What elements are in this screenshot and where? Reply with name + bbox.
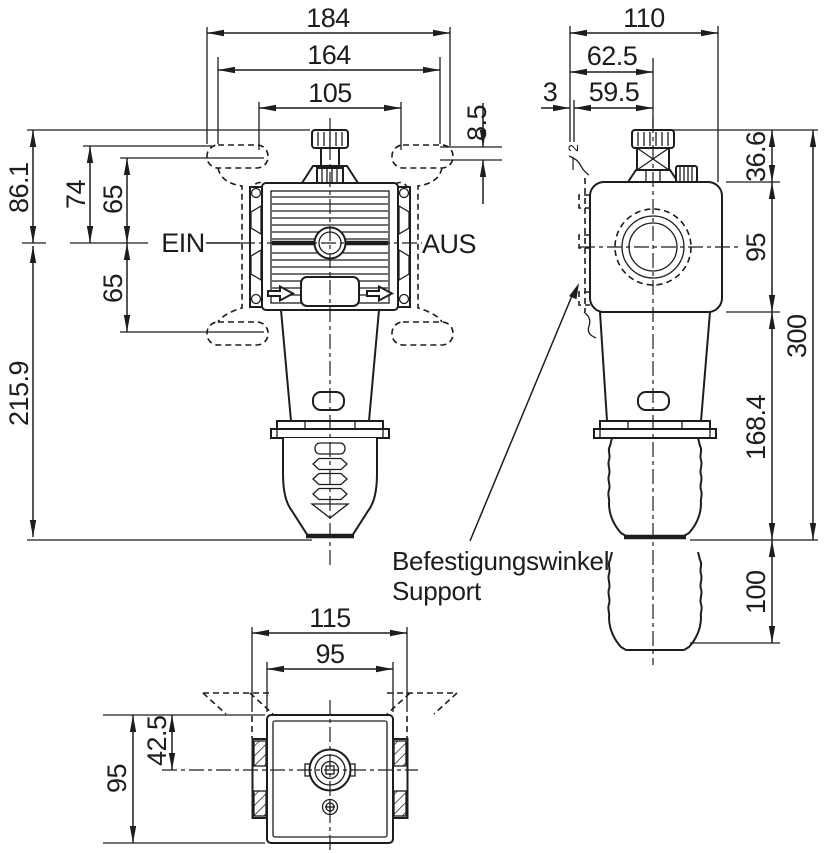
side-knob-ribs [637,132,669,146]
side-view: 2 [541,3,818,665]
dim-knob-face: 59.5 [589,77,640,107]
screw-head-icon [250,293,262,305]
knob-ribs [317,132,343,146]
flow-arrow-left-icon [267,284,296,303]
dim-knob-center: 62.5 [587,41,638,71]
bracket-wing-top-left [206,144,269,169]
side-bracket-outline: 2 [565,144,597,339]
bracket-break-line-top [568,155,590,176]
bracket-wing-bottom-left [206,321,269,346]
bottom-dimensions: 115 95 42.5 95 [102,603,408,844]
front-window [312,391,345,411]
side-bowl-left-edge [607,437,627,537]
dim-bracket-height: 74 [61,179,91,209]
callout-arrowhead-icon [569,283,579,300]
side-bowl-right-edge [683,437,703,537]
dim-plate-thickness: 2 [565,144,581,152]
bracket-break-line-bottom [583,311,597,339]
knob-base-ribs [321,169,338,182]
side-right-dimensions: 36.6 95 300 168.4 100 [660,129,818,644]
dim-top-to-port: 86.1 [4,162,34,213]
dim-knob-height: 36.6 [741,131,771,182]
screw-head-icon [250,187,262,199]
bracket-wing-top-right [391,144,454,169]
dim-width-middle: 164 [307,40,351,70]
dim-bottom-body-width: 95 [315,639,344,669]
dim-hole-lower: 65 [98,274,128,303]
dim-width-outer: 184 [306,3,350,33]
front-flanges [249,186,411,308]
bracket-callout: Befestigungswinkel Support [392,283,609,606]
bracket-wing-bottom-right [391,321,454,346]
screw-head-icon [398,187,410,199]
dim-hole-upper: 65 [98,185,128,214]
bottom-view: 115 95 42.5 95 [102,603,458,852]
side-top-dimensions: 110 62.5 59.5 3 [541,3,719,182]
front-view: 184 164 105 8.5 86.1 74 65 65 2 [4,3,502,566]
dim-plate-offset: 3 [543,77,558,107]
dim-bowl-height: 168.4 [741,394,771,460]
callout-text-line2: Support [392,576,482,606]
dim-port-to-bottom: 215.9 [4,361,34,426]
dim-port-offset: 42.5 [142,715,172,766]
side-small-knob [675,165,698,183]
dim-bottom-body-height: 95 [102,764,132,793]
side-lower-section [593,311,717,651]
side-flange-upper [599,420,711,430]
dim-offset-top: 8.5 [462,105,492,141]
dim-width-inner: 105 [308,78,352,108]
port-label-in: EIN [161,228,205,258]
dim-depth: 110 [623,3,665,33]
bottom-bracket-wings [202,692,458,738]
small-knob-ribs [679,167,693,181]
bracket-arm-right [417,167,443,323]
flow-arrow-right-icon [366,284,395,303]
callout-text-line1: Befestigungswinkel [392,546,609,576]
side-flange-lower [593,428,717,439]
screw-head-icon [398,293,410,305]
bracket-arm-left [217,167,243,323]
dim-bottom-outer: 115 [309,603,351,633]
port-label-out: AUS [422,229,476,259]
dim-overall-height: 300 [782,314,812,358]
front-dimensions: 184 164 105 8.5 86.1 74 65 65 2 [4,3,502,541]
dim-clearance: 100 [741,570,771,614]
side-bowl-removed-position [607,551,703,651]
dim-body-height: 95 [741,233,771,262]
callout-leader-line [469,290,575,542]
